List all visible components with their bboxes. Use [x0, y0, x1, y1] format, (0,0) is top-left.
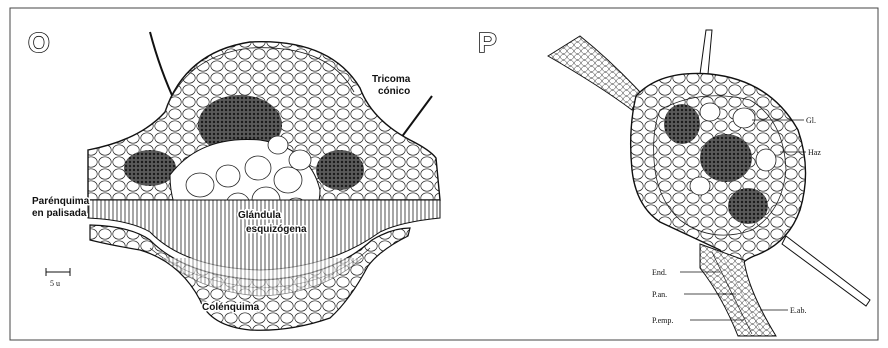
- label-colenquima: Colénquima: [202, 302, 260, 313]
- label-glandula-1: Glándula: [238, 210, 281, 221]
- label-epid: E.ab.: [790, 306, 806, 315]
- label-tricoma-2: cónico: [378, 86, 410, 97]
- panel-o-letter: O: [28, 27, 50, 58]
- vascular-bundle-right: [316, 150, 364, 190]
- panel-p-letter: P: [478, 27, 497, 58]
- p-bundle-left: [664, 104, 700, 144]
- label-parenquima-2: en palisada: [32, 208, 87, 219]
- label-glandula-2: esquizógena: [246, 224, 307, 235]
- label-gl: Gl.: [806, 116, 816, 125]
- label-end: End.: [652, 268, 667, 277]
- label-haz: Haz: [808, 148, 821, 157]
- label-pemp: P.emp.: [652, 316, 673, 325]
- label-tricoma-1: Tricoma: [372, 74, 411, 85]
- scale-label: 5 u: [50, 279, 60, 288]
- label-pan: P.an.: [652, 290, 667, 299]
- p-bundle-center: [700, 134, 752, 182]
- p-bundle-lower: [728, 188, 768, 224]
- label-parenquima-1: Parénquima: [32, 196, 90, 207]
- vascular-bundle-left: [124, 150, 176, 186]
